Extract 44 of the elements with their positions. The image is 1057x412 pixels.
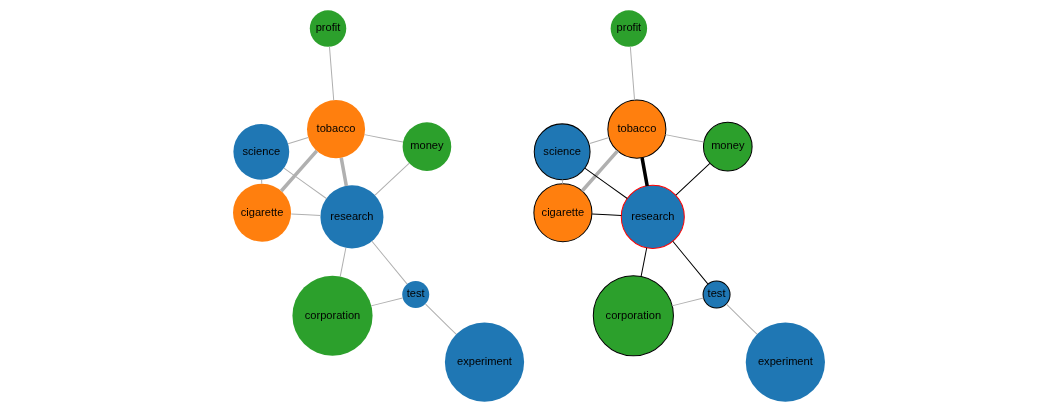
node-circle: cigarette: [532, 183, 592, 243]
connector: [640, 247, 647, 277]
connector: [328, 46, 334, 101]
connector: [370, 297, 403, 307]
node-circle: tobacco: [606, 99, 666, 159]
connector: [725, 303, 757, 335]
connector: [583, 167, 628, 200]
connector: [671, 240, 708, 285]
connector: [282, 167, 327, 200]
connector: [639, 157, 649, 187]
node-circle: corporation: [592, 275, 674, 357]
connector: [339, 247, 346, 277]
node-circle: experiment: [745, 322, 825, 402]
connector: [287, 137, 309, 145]
node-circle: cigarette: [232, 183, 291, 242]
connector: [363, 134, 403, 143]
connector: [424, 303, 457, 335]
node-circle: profit: [610, 10, 647, 47]
node-circle: research: [620, 184, 685, 249]
node-circle: money: [702, 121, 753, 172]
node-circle: tobacco: [306, 100, 365, 159]
node-circle: profit: [309, 10, 346, 47]
node-circle: test: [401, 281, 429, 309]
connector: [587, 137, 610, 145]
node-circle: test: [702, 280, 731, 309]
node-circle: money: [402, 122, 451, 171]
connector: [561, 179, 563, 185]
connector: [664, 134, 704, 143]
connector: [279, 149, 318, 193]
connector: [290, 213, 321, 216]
connector: [580, 149, 619, 193]
connector: [671, 297, 704, 307]
node-circle: experiment: [444, 322, 524, 402]
connector: [591, 213, 622, 216]
connector: [260, 179, 262, 185]
node-circle: corporation: [291, 275, 373, 356]
connector: [370, 240, 407, 285]
connector: [629, 46, 635, 101]
node-circle: research: [319, 185, 383, 249]
connector: [374, 162, 410, 196]
node-circle: science: [232, 123, 289, 180]
node-circle: science: [533, 123, 591, 181]
connector: [674, 162, 710, 196]
connector: [339, 157, 348, 187]
